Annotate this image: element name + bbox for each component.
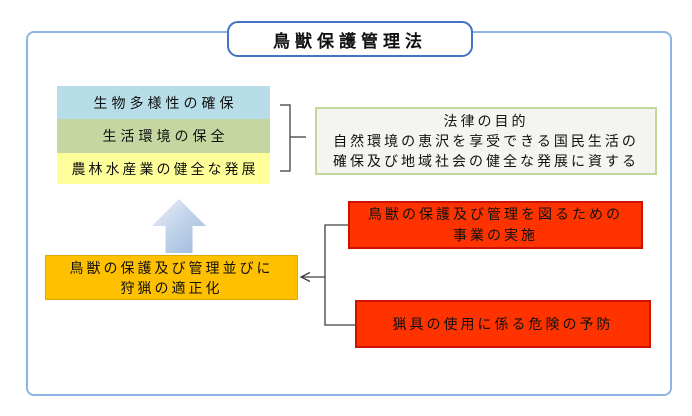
diagram-title: 鳥獣保護管理法 (273, 31, 427, 51)
goal-label-living-environment: 生活環境の保全 (102, 128, 229, 144)
measure-box: 鳥獣の保護及び管理並びに 狩猟の適正化 (45, 255, 298, 300)
goal-box-agriculture: 農林水産業の健全な発展 (57, 153, 270, 184)
measure-line1: 鳥獣の保護及び管理並びに (69, 259, 274, 276)
action-box-hunting-tools: 猟具の使用に係る危険の予防 (355, 300, 651, 348)
law-purpose-heading: 法律の目的 (443, 113, 529, 129)
law-purpose-line1: 自然環境の恵沢を享受できる国民生活の (333, 133, 639, 149)
action-projects-line2: 事業の実施 (453, 227, 538, 243)
diagram-title-box: 鳥獣保護管理法 (227, 21, 473, 57)
law-purpose-box: 法律の目的 自然環境の恵沢を享受できる国民生活の 確保及び地域社会の健全な発展に… (315, 107, 657, 175)
action-hunting-line1: 猟具の使用に係る危険の予防 (392, 315, 614, 332)
action-projects-line1: 鳥獣の保護及び管理を図るための (368, 206, 623, 222)
goal-box-biodiversity: 生物多様性の確保 (57, 86, 270, 119)
goal-box-living-environment: 生活環境の保全 (57, 119, 270, 153)
goal-label-biodiversity: 生物多様性の確保 (93, 94, 238, 111)
law-purpose-line2: 確保及び地域社会の健全な発展に資する (333, 153, 639, 169)
goal-label-agriculture: 農林水産業の健全な発展 (71, 160, 259, 177)
measure-line2: 狩猟の適正化 (120, 279, 223, 296)
action-box-projects: 鳥獣の保護及び管理を図るための 事業の実施 (348, 201, 643, 249)
